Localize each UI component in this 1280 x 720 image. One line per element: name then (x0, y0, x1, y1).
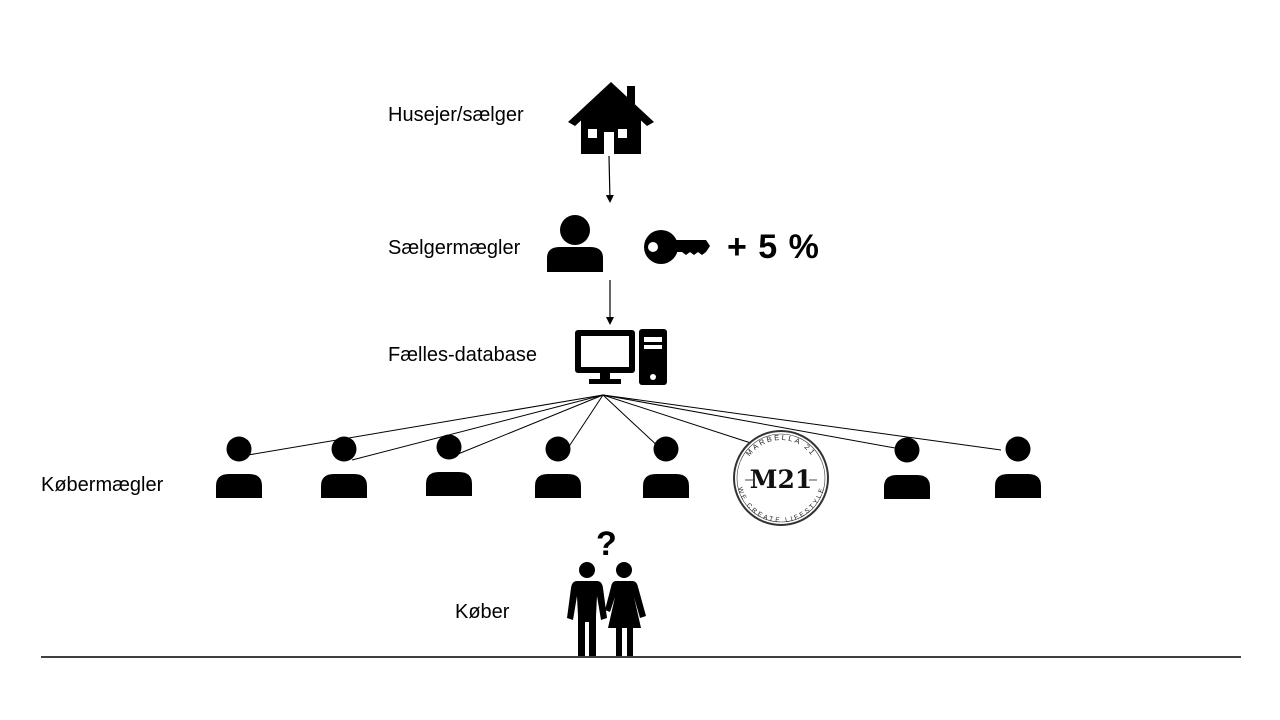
buyer-agent-person-icon (884, 437, 930, 499)
buyer-agent-person-icon (321, 436, 367, 498)
computer-icon (575, 329, 667, 385)
connection-line (602, 394, 761, 447)
connection-line (565, 394, 604, 452)
seller-agent-label: Sælgermægler (388, 237, 521, 259)
person-icon (547, 215, 603, 272)
connection-line (457, 394, 604, 455)
m21-logo: MARBELLA 21 WE CREATE LIFESTYLE M21 (733, 430, 829, 526)
shared-database-label: Fælles-database (388, 344, 537, 366)
key-icon (644, 230, 710, 264)
house-icon (568, 82, 654, 154)
owner-label: Husejer/sælger (388, 104, 524, 126)
connection-line (247, 394, 604, 456)
buyer-agent-person-icon (426, 434, 472, 496)
buyer-agents-label: Købermægler (41, 474, 164, 496)
arrow-owner-to-seller-agent (605, 155, 614, 203)
buyer-agent-person-icon (643, 436, 689, 498)
connection-line (351, 394, 604, 461)
buyer-agent-person-icon (216, 436, 262, 498)
connection-line (602, 394, 907, 451)
logo-monogram: M21 (750, 465, 812, 494)
buyer-agent-person-icon (535, 436, 581, 498)
buyer-label: Køber (455, 601, 510, 623)
question-mark: ? (596, 525, 617, 563)
couple-icon (567, 562, 646, 656)
commission-text: + 5 % (727, 228, 820, 266)
connection-line (602, 394, 663, 451)
connection-line (602, 394, 1002, 451)
buyer-agent-person-icon (995, 436, 1041, 498)
database-connections (247, 394, 1002, 461)
